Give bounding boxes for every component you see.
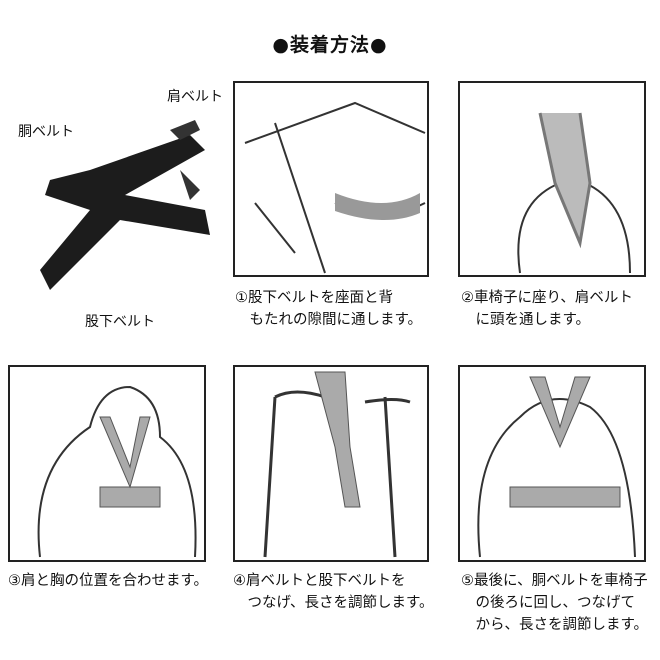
step-3-caption: ③肩と胸の位置を合わせます。: [8, 573, 209, 589]
step-3-illustration: [8, 365, 206, 562]
shoulder-belt-label: 肩ベルト: [167, 89, 223, 105]
belt-illustration: [40, 120, 210, 290]
step-2-illustration: [458, 81, 646, 277]
step-5-illustration: [458, 365, 646, 562]
crotch-belt-label: 股下ベルト: [85, 314, 155, 330]
step-4-caption: ④肩ベルトと股下ベルトを つなげ、長さを調節します。: [233, 573, 434, 611]
step-2-caption: ②車椅子に座り、肩ベルト に頭を通します。: [461, 290, 633, 328]
step-1-illustration: [233, 81, 429, 277]
step-1-caption: ①股下ベルトを座面と背 もたれの隙間に通します。: [235, 290, 423, 328]
page-title: ●装着方法●: [272, 34, 388, 56]
product-photo: [30, 110, 230, 310]
waist-belt-label: 胴ベルト: [18, 124, 74, 140]
step-5-caption: ⑤最後に、胴ベルトを車椅子 の後ろに回し、つなげて から、長さを調節します。: [461, 573, 649, 633]
step-4-illustration: [233, 365, 429, 562]
